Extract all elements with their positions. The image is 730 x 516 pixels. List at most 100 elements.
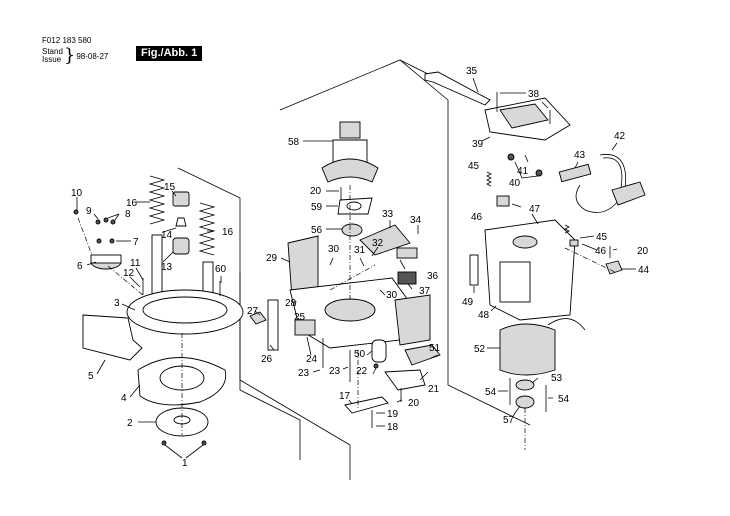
callout-60: 60 [215, 264, 227, 275]
callout-56: 56 [311, 225, 323, 236]
bracket-17 [344, 396, 389, 414]
callout-57: 57 [503, 415, 515, 426]
callout-45-top: 45 [468, 161, 480, 172]
assembly-line [329, 264, 376, 291]
right-section-boundary [447, 290, 531, 426]
scale-26 [267, 299, 279, 351]
callout-54-right: 54 [558, 394, 570, 405]
knob-27 [249, 311, 267, 325]
bearing-plate-hole [346, 201, 362, 211]
callout-45-right: 45 [596, 232, 608, 243]
figure-label: Fig./Abb. 1 [136, 46, 203, 61]
callout-3: 3 [114, 298, 120, 309]
bearing-56 [341, 223, 363, 237]
callout-31: 31 [354, 245, 366, 256]
callout-7: 7 [133, 237, 139, 248]
callout-34: 34 [410, 215, 422, 226]
armature-commutator [339, 121, 361, 139]
callout-2: 2 [127, 418, 133, 429]
callout-23-right: 23 [329, 366, 341, 377]
lock-24 [294, 319, 316, 336]
callout-20-right: 20 [637, 246, 649, 257]
callout-24: 24 [306, 354, 318, 365]
sleeve-13 [172, 237, 190, 255]
callout-35: 35 [466, 66, 478, 77]
callout-30-top: 30 [328, 244, 340, 255]
callout-11: 11 [130, 258, 141, 269]
callout-37: 37 [419, 286, 431, 297]
motor-housing-assembly [249, 121, 441, 428]
foot-51 [404, 344, 441, 366]
washer-7a [96, 238, 102, 244]
handle-right [394, 294, 431, 346]
callout-15: 15 [164, 182, 176, 193]
callout-29: 29 [266, 253, 278, 264]
spring-right [198, 202, 216, 256]
cap-14 [175, 217, 187, 227]
armature-fan [321, 158, 379, 183]
switch-37 [397, 271, 417, 285]
callout-4: 4 [121, 393, 127, 404]
callout-40: 40 [509, 178, 521, 189]
rod-50 [371, 339, 387, 363]
callout-48: 48 [478, 310, 490, 321]
cord-42-inner [602, 157, 623, 189]
screw-9 [95, 219, 101, 225]
clamp-44 [605, 260, 623, 275]
callout-22: 22 [356, 366, 368, 377]
top-housing-assembly [424, 71, 646, 450]
brace-icon: } [63, 45, 76, 66]
callout-19: 19 [387, 409, 399, 420]
screw-8a [103, 217, 109, 223]
assembly-line [77, 217, 93, 256]
callout-labels: 1 2 3 4 5 6 7 8 9 10 11 12 13 14 15 16 1… [71, 66, 650, 469]
chip-guard-5 [82, 314, 143, 361]
bearing-53 [515, 379, 535, 391]
cord-42 [575, 154, 627, 213]
callout-47: 47 [529, 204, 541, 215]
callout-32: 32 [372, 238, 384, 249]
callout-44: 44 [638, 265, 650, 276]
label-49 [469, 254, 479, 286]
callout-33: 33 [382, 209, 394, 220]
plug [611, 181, 646, 206]
screw-1a [161, 440, 167, 446]
wrench-35 [424, 71, 491, 106]
top-cover-grille [499, 103, 549, 129]
spring-left [148, 175, 166, 225]
callout-26: 26 [261, 354, 273, 365]
switch-cap-36 [396, 247, 418, 259]
issue-label: Issue [42, 55, 62, 64]
callout-1: 1 [182, 458, 188, 469]
callout-10: 10 [71, 188, 83, 199]
callout-6: 6 [77, 261, 83, 272]
callout-42: 42 [614, 131, 626, 142]
callout-27: 27 [247, 306, 259, 317]
field-52 [499, 323, 556, 376]
callout-21: 21 [428, 384, 440, 395]
callout-28: 28 [285, 298, 297, 309]
housing-bore [324, 298, 376, 322]
lever-33 [359, 224, 411, 256]
callout-23-left: 23 [298, 368, 310, 379]
callout-25: 25 [294, 312, 306, 323]
callout-50: 50 [354, 349, 366, 360]
assembly-line [107, 265, 145, 297]
callout-16-right: 16 [222, 227, 234, 238]
callout-20-bottom: 20 [408, 398, 420, 409]
callout-36: 36 [427, 271, 439, 282]
callout-39: 39 [472, 139, 484, 150]
field-wires [547, 318, 586, 331]
stand-issue-labels: Stand Issue [42, 48, 63, 64]
callout-12: 12 [123, 268, 135, 279]
housing-48-bore [512, 235, 538, 249]
callout-14: 14 [161, 230, 173, 241]
callout-13: 13 [161, 262, 173, 273]
callout-59: 59 [311, 202, 323, 213]
callout-46-right: 46 [595, 246, 607, 257]
screw-10 [73, 209, 79, 215]
callout-18: 18 [387, 422, 399, 433]
callout-5: 5 [88, 371, 94, 382]
callout-30-bottom: 30 [386, 290, 398, 301]
